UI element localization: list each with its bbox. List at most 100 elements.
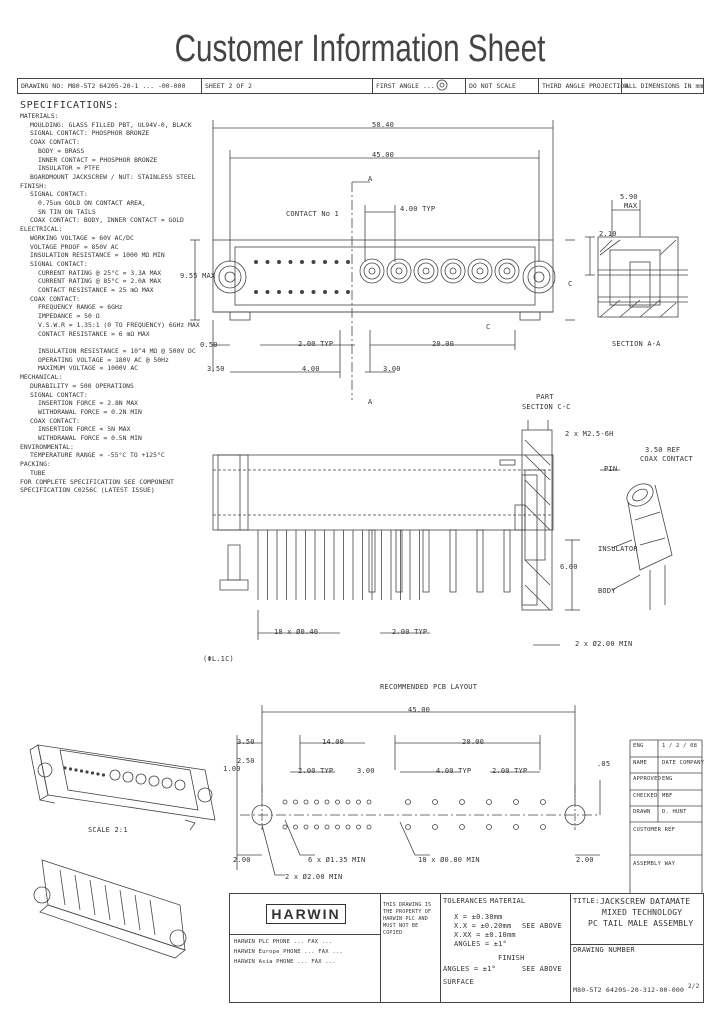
coax-contacts	[359, 258, 520, 284]
pcb-coax-hole	[540, 824, 546, 830]
pcb-signal-hole	[366, 824, 372, 830]
spec-line: BOARDMOUNT JACKSCREW / NUT: STAINLESS ST…	[30, 172, 196, 181]
signal-pin	[288, 259, 293, 264]
pcb-signal-hole	[335, 799, 340, 805]
iso-coax	[161, 777, 173, 789]
spec-line: INSERTION FORCE = 2.8N MAX	[38, 399, 139, 408]
sheet-number: 2/2	[688, 983, 700, 990]
coax-contact-pin	[422, 267, 430, 275]
iso-pin	[68, 767, 73, 771]
header-strip: DRAWING NO: M80-5T2 64205-20-1 ... -00-0…	[17, 78, 704, 94]
pcb-dim-45: 45.00	[408, 706, 431, 714]
coax-contact-inner	[390, 262, 408, 280]
iso-coax	[174, 779, 186, 791]
front-view-connector	[212, 239, 556, 321]
signal-pin	[253, 289, 258, 294]
spec-line: INSERTION FORCE = 5N MAX	[38, 425, 131, 434]
contact-line: HARWIN Asia PHONE ... FAX ...	[234, 959, 336, 965]
tolerance-line: X = ±0.30mm	[454, 913, 503, 921]
pcb-signal-hole	[314, 799, 319, 805]
material-value: SEE ABOVE	[522, 922, 562, 930]
pcb-dim-3-00: 3.00	[357, 767, 375, 775]
pcb-coax-hole	[405, 824, 411, 830]
section-c-c-view	[521, 420, 580, 611]
logo-cell: HARWIN	[230, 894, 381, 935]
pcb-signal-hole	[282, 824, 288, 830]
coax-tail	[368, 529, 376, 593]
spec-line: OPERATING VOLTAGE = 180V AC @ 50Hz	[38, 355, 169, 364]
dim-text-2-typ: 2.00 TYP	[298, 340, 334, 348]
iso-coax	[122, 771, 134, 783]
coax-contact	[467, 258, 493, 284]
iso-pin	[79, 769, 84, 773]
coax-tail	[449, 529, 457, 593]
approval-value: MBF	[662, 793, 673, 799]
spec-line: FREQUENCY RANGE = 6GHz	[38, 303, 123, 312]
signal-pin	[345, 289, 350, 294]
dim-text-2x-2: 2 x Ø2.00 MIN	[575, 640, 633, 648]
title-line: PC TAIL MALE ASSEMBLY	[588, 919, 694, 928]
signal-pin	[276, 289, 281, 294]
iso-pin	[85, 770, 89, 774]
dim-text-5-90: 5.90	[620, 193, 638, 201]
contact-line: HARWIN PLC PHONE ... FAX ...	[234, 939, 333, 945]
dim-text-ref: (ΦL.1C)	[203, 655, 234, 663]
coax-contact-inner	[444, 262, 462, 280]
coax-contact-inner	[363, 262, 381, 280]
spec-line: SIGNAL CONTACT:	[30, 390, 88, 399]
spec-line: BODY = BRASS	[38, 146, 85, 155]
signal-pin	[265, 289, 270, 294]
iso-pin	[101, 773, 106, 777]
notice-cell: THIS DRAWING IS THE PROPERTY OF HARWIN P…	[380, 894, 441, 1002]
tolerance-line: X.X = ±0.20mm	[454, 922, 512, 930]
material-label: MATERIAL	[490, 897, 526, 905]
spec-line: SPECIFICATION C0256C (LATEST ISSUE)	[20, 486, 155, 495]
spec-line: INSULATION RESISTANCE = 10^4 MΩ @ 500V D…	[38, 346, 196, 355]
dim-text-2-typ-b: 2.00 TYP	[392, 628, 428, 636]
tolerance-line: ANGLES = ±1°	[454, 940, 507, 948]
signal-pin	[311, 259, 316, 264]
label-pin: PIN	[604, 465, 618, 473]
dim-text-4-typ: 4.00 TYP	[400, 205, 436, 213]
dim-text-3-00: 3.00	[383, 365, 401, 373]
pcb-dim-2-typ-2: 2.00 TYP	[492, 767, 528, 775]
spec-line: FINISH:	[20, 181, 47, 190]
drawing-number: M80-5T2 6420S-20-312-00-000	[573, 986, 685, 994]
label-section-a-top: A	[368, 175, 373, 183]
section-a-a-view	[585, 200, 688, 318]
pcb-holes	[282, 799, 546, 830]
label-coax-contact: COAX CONTACT	[640, 455, 693, 463]
iso-coax	[135, 773, 147, 785]
signal-pin	[322, 289, 327, 294]
iso-pin	[96, 772, 100, 776]
spec-line: CONTACT RESISTANCE = 25 mΩ MAX	[38, 286, 154, 295]
spec-line: WITHDRAWAL FORCE = 0.2N MIN	[38, 407, 142, 416]
pcb-signal-hole	[324, 799, 330, 805]
label-section-c-bottom: C	[486, 323, 491, 331]
signal-pin	[265, 259, 270, 264]
pcb-layout	[236, 705, 601, 876]
drawing-number-label: DRAWING NUMBER	[573, 946, 635, 954]
signal-pin	[322, 259, 327, 264]
coax-contact-pin	[476, 267, 484, 275]
approval-key: CUSTOMER REF	[633, 827, 676, 833]
signal-pin	[345, 259, 350, 264]
pcb-coax-hole	[513, 824, 519, 830]
label-body: BODY	[598, 587, 616, 595]
title-line: MIXED TECHNOLOGY	[602, 908, 683, 917]
spec-line: TEMPERATURE RANGE = -55°C TO +125°C	[30, 451, 165, 460]
header-sheet: SHEET 2 OF 2	[201, 79, 373, 93]
header-drawing-no: DRAWING NO: M80-5T2 64205-20-1 ... -00-0…	[21, 82, 186, 90]
coax-tail	[395, 529, 403, 593]
pc-tails	[257, 529, 511, 600]
pcb-dim-1-00: 1.00	[223, 765, 241, 773]
pcb-signal-hole	[303, 799, 309, 805]
pcb-coax-hole	[432, 824, 438, 830]
dim-text-4-00: 4.00	[302, 365, 320, 373]
pcb-signal-hole	[314, 824, 319, 830]
pcb-dim-2-00-left: 2.00	[233, 856, 251, 864]
title-line: JACKSCREW DATAMATE	[600, 897, 691, 906]
pcb-dim-14: 14.00	[322, 738, 345, 746]
approval-value: 1 / 2 / 08	[662, 743, 698, 749]
spec-line: SIGNAL CONTACT:	[30, 259, 88, 268]
